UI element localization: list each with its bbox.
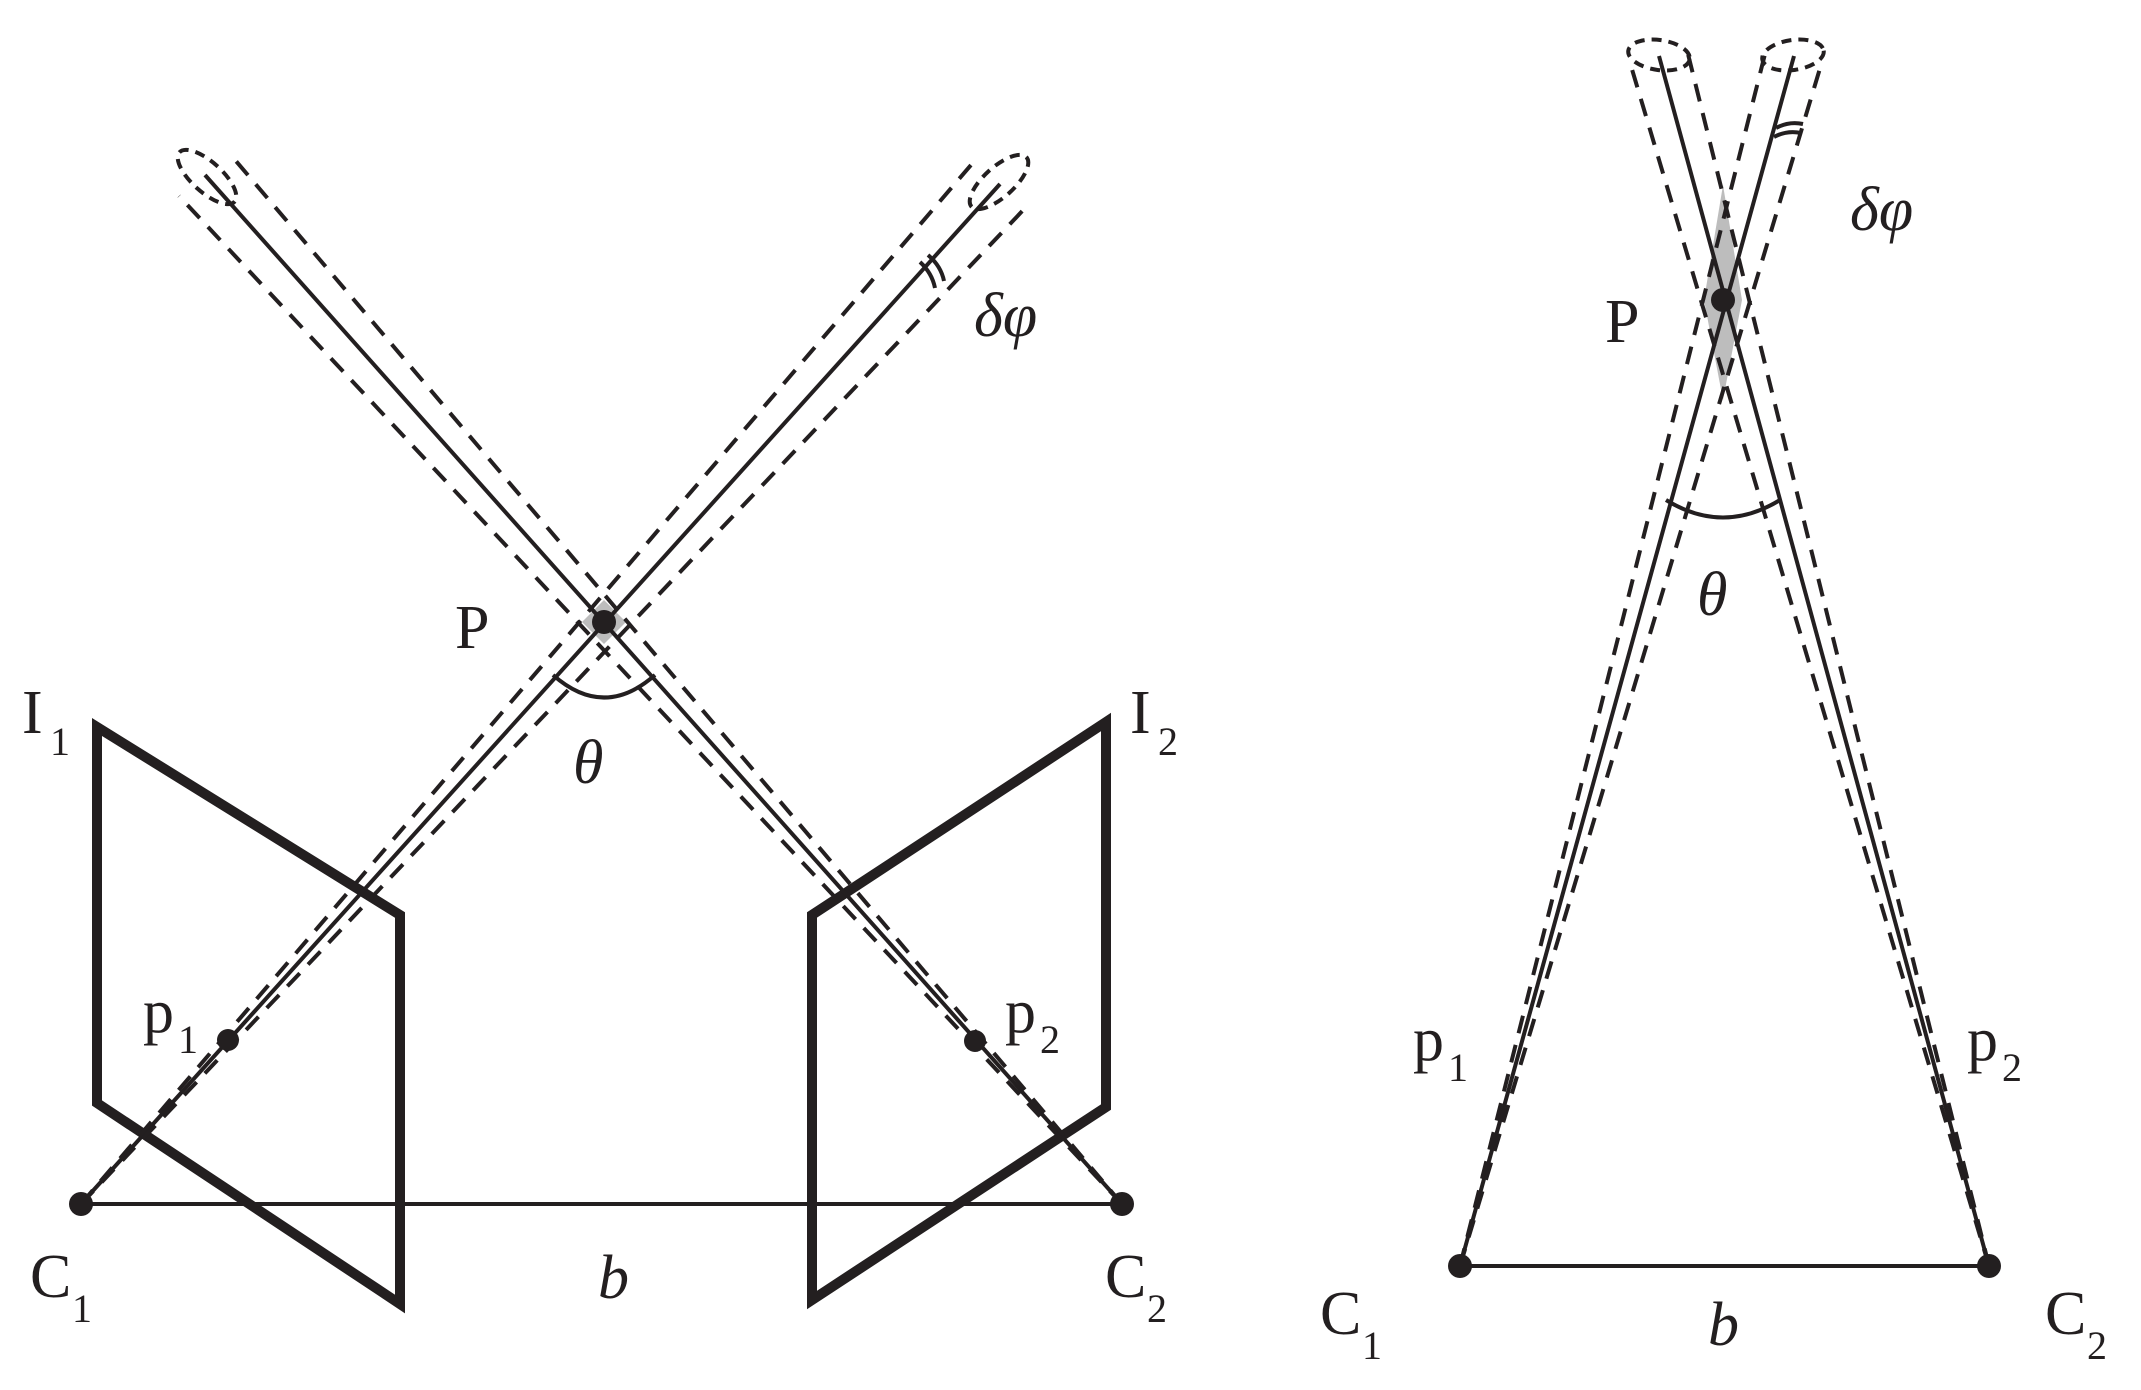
left-image-plane-1 bbox=[92, 718, 405, 1314]
left-projection-1-letter: p bbox=[143, 978, 174, 1046]
right-ray-1-cone-cap bbox=[1760, 37, 1826, 73]
right-diagram: P θ δφ p 1 p 2 C 1 C 2 b bbox=[1320, 37, 2107, 1368]
left-camera-2-dot bbox=[1110, 1192, 1134, 1216]
right-ray-2-bound-b bbox=[1685, 49, 1991, 1267]
right-ray-2-cone-cap bbox=[1626, 37, 1692, 73]
right-camera-2-label: C 2 bbox=[2045, 1280, 2107, 1368]
right-deviation-arc-2 bbox=[1775, 121, 1804, 130]
right-projection-2-index: 2 bbox=[2002, 1045, 2022, 1090]
right-angle-arc bbox=[1664, 498, 1782, 520]
left-projection-2-label: p 2 bbox=[1005, 978, 1060, 1062]
left-ray-1 bbox=[79, 182, 1002, 1206]
left-ray-2-bound-a bbox=[177, 194, 1124, 1206]
right-camera-1-label: C 1 bbox=[1320, 1280, 1382, 1368]
right-ray-2 bbox=[1657, 55, 1991, 1267]
left-projection-1-dot bbox=[217, 1029, 239, 1051]
left-camera-1-label: C 1 bbox=[30, 1243, 92, 1331]
left-projection-2-dot bbox=[964, 1030, 986, 1052]
right-ray-2-bound-a bbox=[1629, 65, 1991, 1267]
right-camera-1-index: 1 bbox=[1362, 1323, 1382, 1368]
left-image-plane-1-index: 1 bbox=[50, 719, 70, 764]
left-projection-2-index: 2 bbox=[1040, 1017, 1060, 1062]
left-deviation-arc-2 bbox=[926, 253, 946, 282]
right-ray-1-bound-b bbox=[1458, 49, 1768, 1267]
right-ray-1 bbox=[1458, 55, 1796, 1267]
left-camera-2-index: 2 bbox=[1147, 1286, 1167, 1331]
right-projection-2-letter: p bbox=[1967, 1006, 1998, 1074]
right-camera-2-index: 2 bbox=[2087, 1323, 2107, 1368]
right-camera-2-letter: C bbox=[2045, 1280, 2086, 1348]
left-image-plane-2-index: 2 bbox=[1158, 719, 1178, 764]
right-deviation-arc-1 bbox=[1773, 130, 1802, 139]
left-ray-1-bound-b bbox=[79, 163, 973, 1206]
left-projection-2-letter: p bbox=[1005, 978, 1036, 1046]
left-baseline-label: b bbox=[598, 1244, 629, 1312]
left-ray-1-cone-cap bbox=[967, 152, 1031, 212]
left-point-P-dot bbox=[592, 610, 616, 634]
left-angle-label: θ bbox=[573, 729, 603, 797]
right-angle-label: θ bbox=[1697, 561, 1727, 629]
left-camera-1-letter: C bbox=[30, 1243, 71, 1311]
right-projection-1-letter: p bbox=[1413, 1006, 1444, 1074]
left-ray-2-cone-cap bbox=[175, 147, 239, 207]
left-diagram: P θ δφ I 1 I 2 p 1 p 2 C 1 C 2 b bbox=[22, 147, 1178, 1331]
right-deviation-label: δφ bbox=[1850, 176, 1913, 244]
left-deviation-arc-1 bbox=[918, 260, 937, 289]
left-camera-2-letter: C bbox=[1105, 1243, 1146, 1311]
left-camera-1-index: 1 bbox=[72, 1286, 92, 1331]
right-camera-2-dot bbox=[1977, 1254, 2001, 1278]
left-image-plane-2-label: I 2 bbox=[1130, 679, 1178, 764]
left-projection-1-index: 1 bbox=[178, 1017, 198, 1062]
right-camera-1-dot bbox=[1448, 1254, 1472, 1278]
left-camera-1-dot bbox=[69, 1192, 93, 1216]
left-image-plane-2 bbox=[807, 712, 1111, 1310]
left-camera-2-label: C 2 bbox=[1105, 1243, 1167, 1331]
left-point-P-label: P bbox=[455, 594, 489, 662]
right-projection-1-index: 1 bbox=[1448, 1045, 1468, 1090]
left-image-plane-1-label: I 1 bbox=[22, 679, 70, 764]
left-projection-1-label: p 1 bbox=[143, 978, 198, 1062]
left-ray-1-bound-a bbox=[79, 203, 1030, 1206]
left-image-plane-2-letter: I bbox=[1130, 679, 1151, 747]
left-deviation-label: δφ bbox=[974, 282, 1037, 350]
left-ray-2-bound-b bbox=[228, 152, 1124, 1206]
right-projection-2-label: p 2 bbox=[1967, 1006, 2022, 1090]
right-projection-1-label: p 1 bbox=[1413, 1006, 1468, 1090]
right-point-P-dot bbox=[1711, 288, 1735, 312]
right-ray-1-bound-a bbox=[1458, 64, 1823, 1267]
left-image-plane-1-letter: I bbox=[22, 679, 43, 747]
right-point-P-label: P bbox=[1605, 288, 1639, 356]
right-camera-1-letter: C bbox=[1320, 1280, 1361, 1348]
left-angle-arc bbox=[551, 673, 657, 700]
right-baseline-label: b bbox=[1708, 1291, 1739, 1359]
